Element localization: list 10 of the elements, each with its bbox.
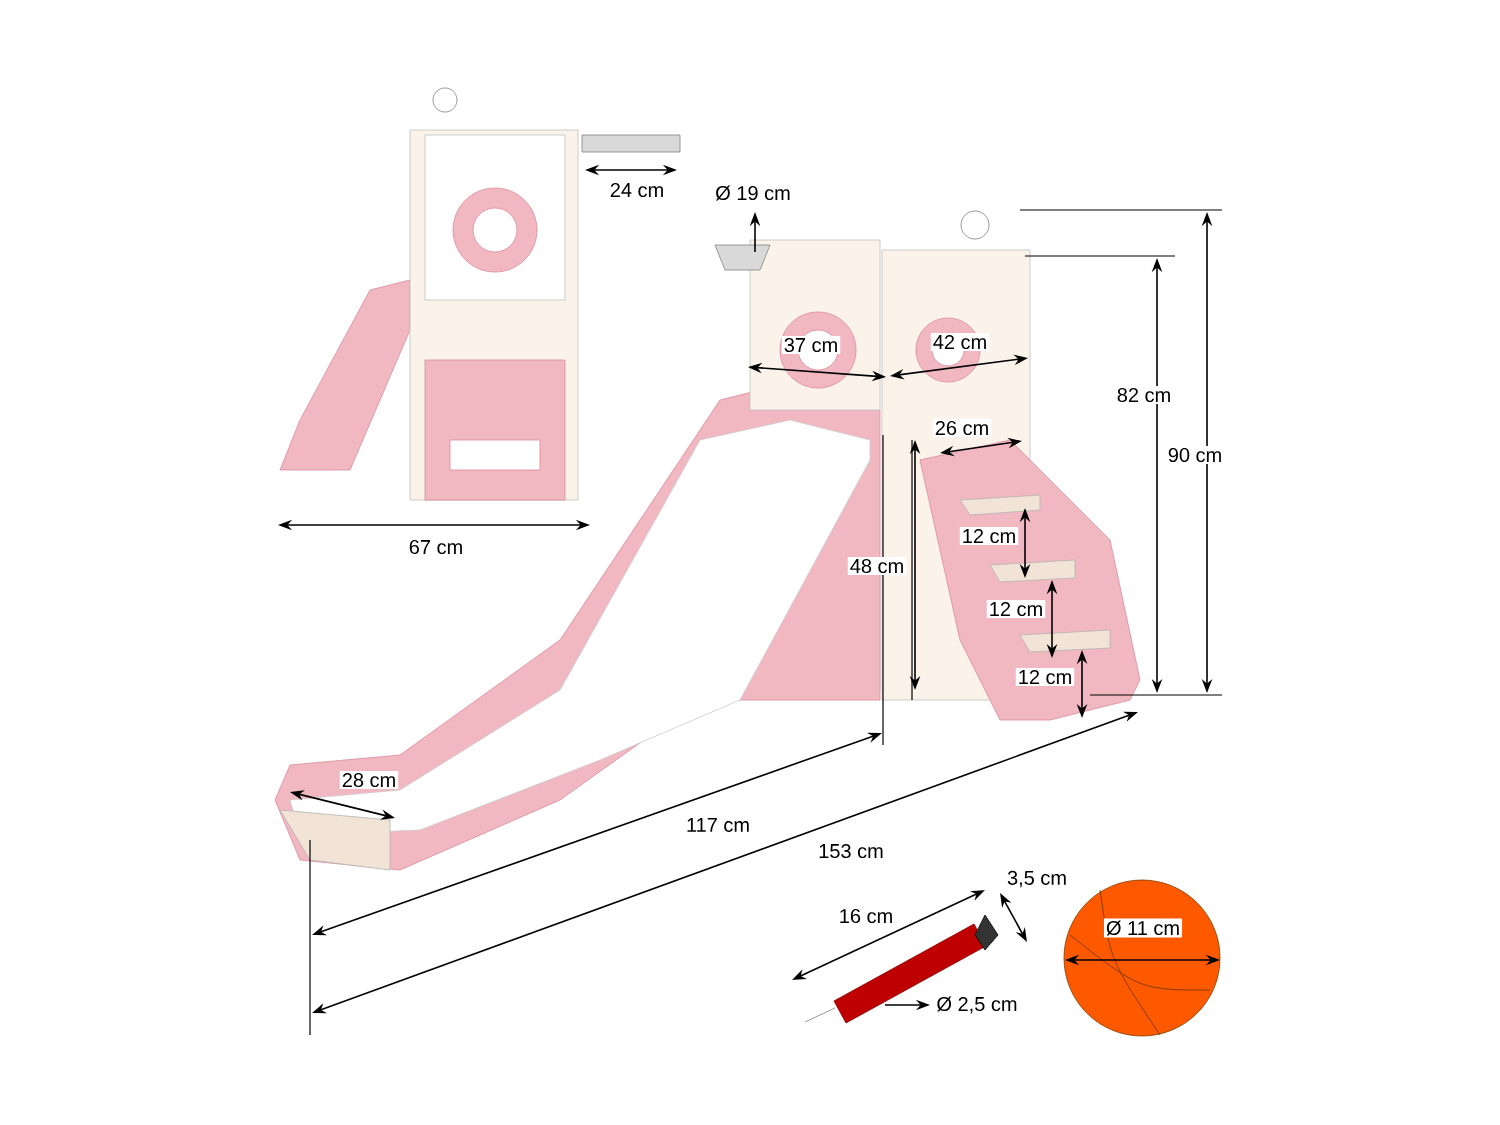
dimension-label: 117 cm [683,816,753,834]
dimension-label: 90 cm [1165,445,1225,465]
dimension-label: Ø 19 cm [713,183,793,203]
dimension-label: 82 cm [1114,385,1174,405]
dimension-label: Ø 2,5 cm [934,994,1020,1016]
dimension-label: 24 cm [607,180,667,200]
dimension-label: 67 cm [406,537,466,557]
dimension-label: 16 cm [836,906,896,926]
dimension-label: 3,5 cm [1005,868,1069,890]
dimension-label: 153 cm [816,841,886,861]
